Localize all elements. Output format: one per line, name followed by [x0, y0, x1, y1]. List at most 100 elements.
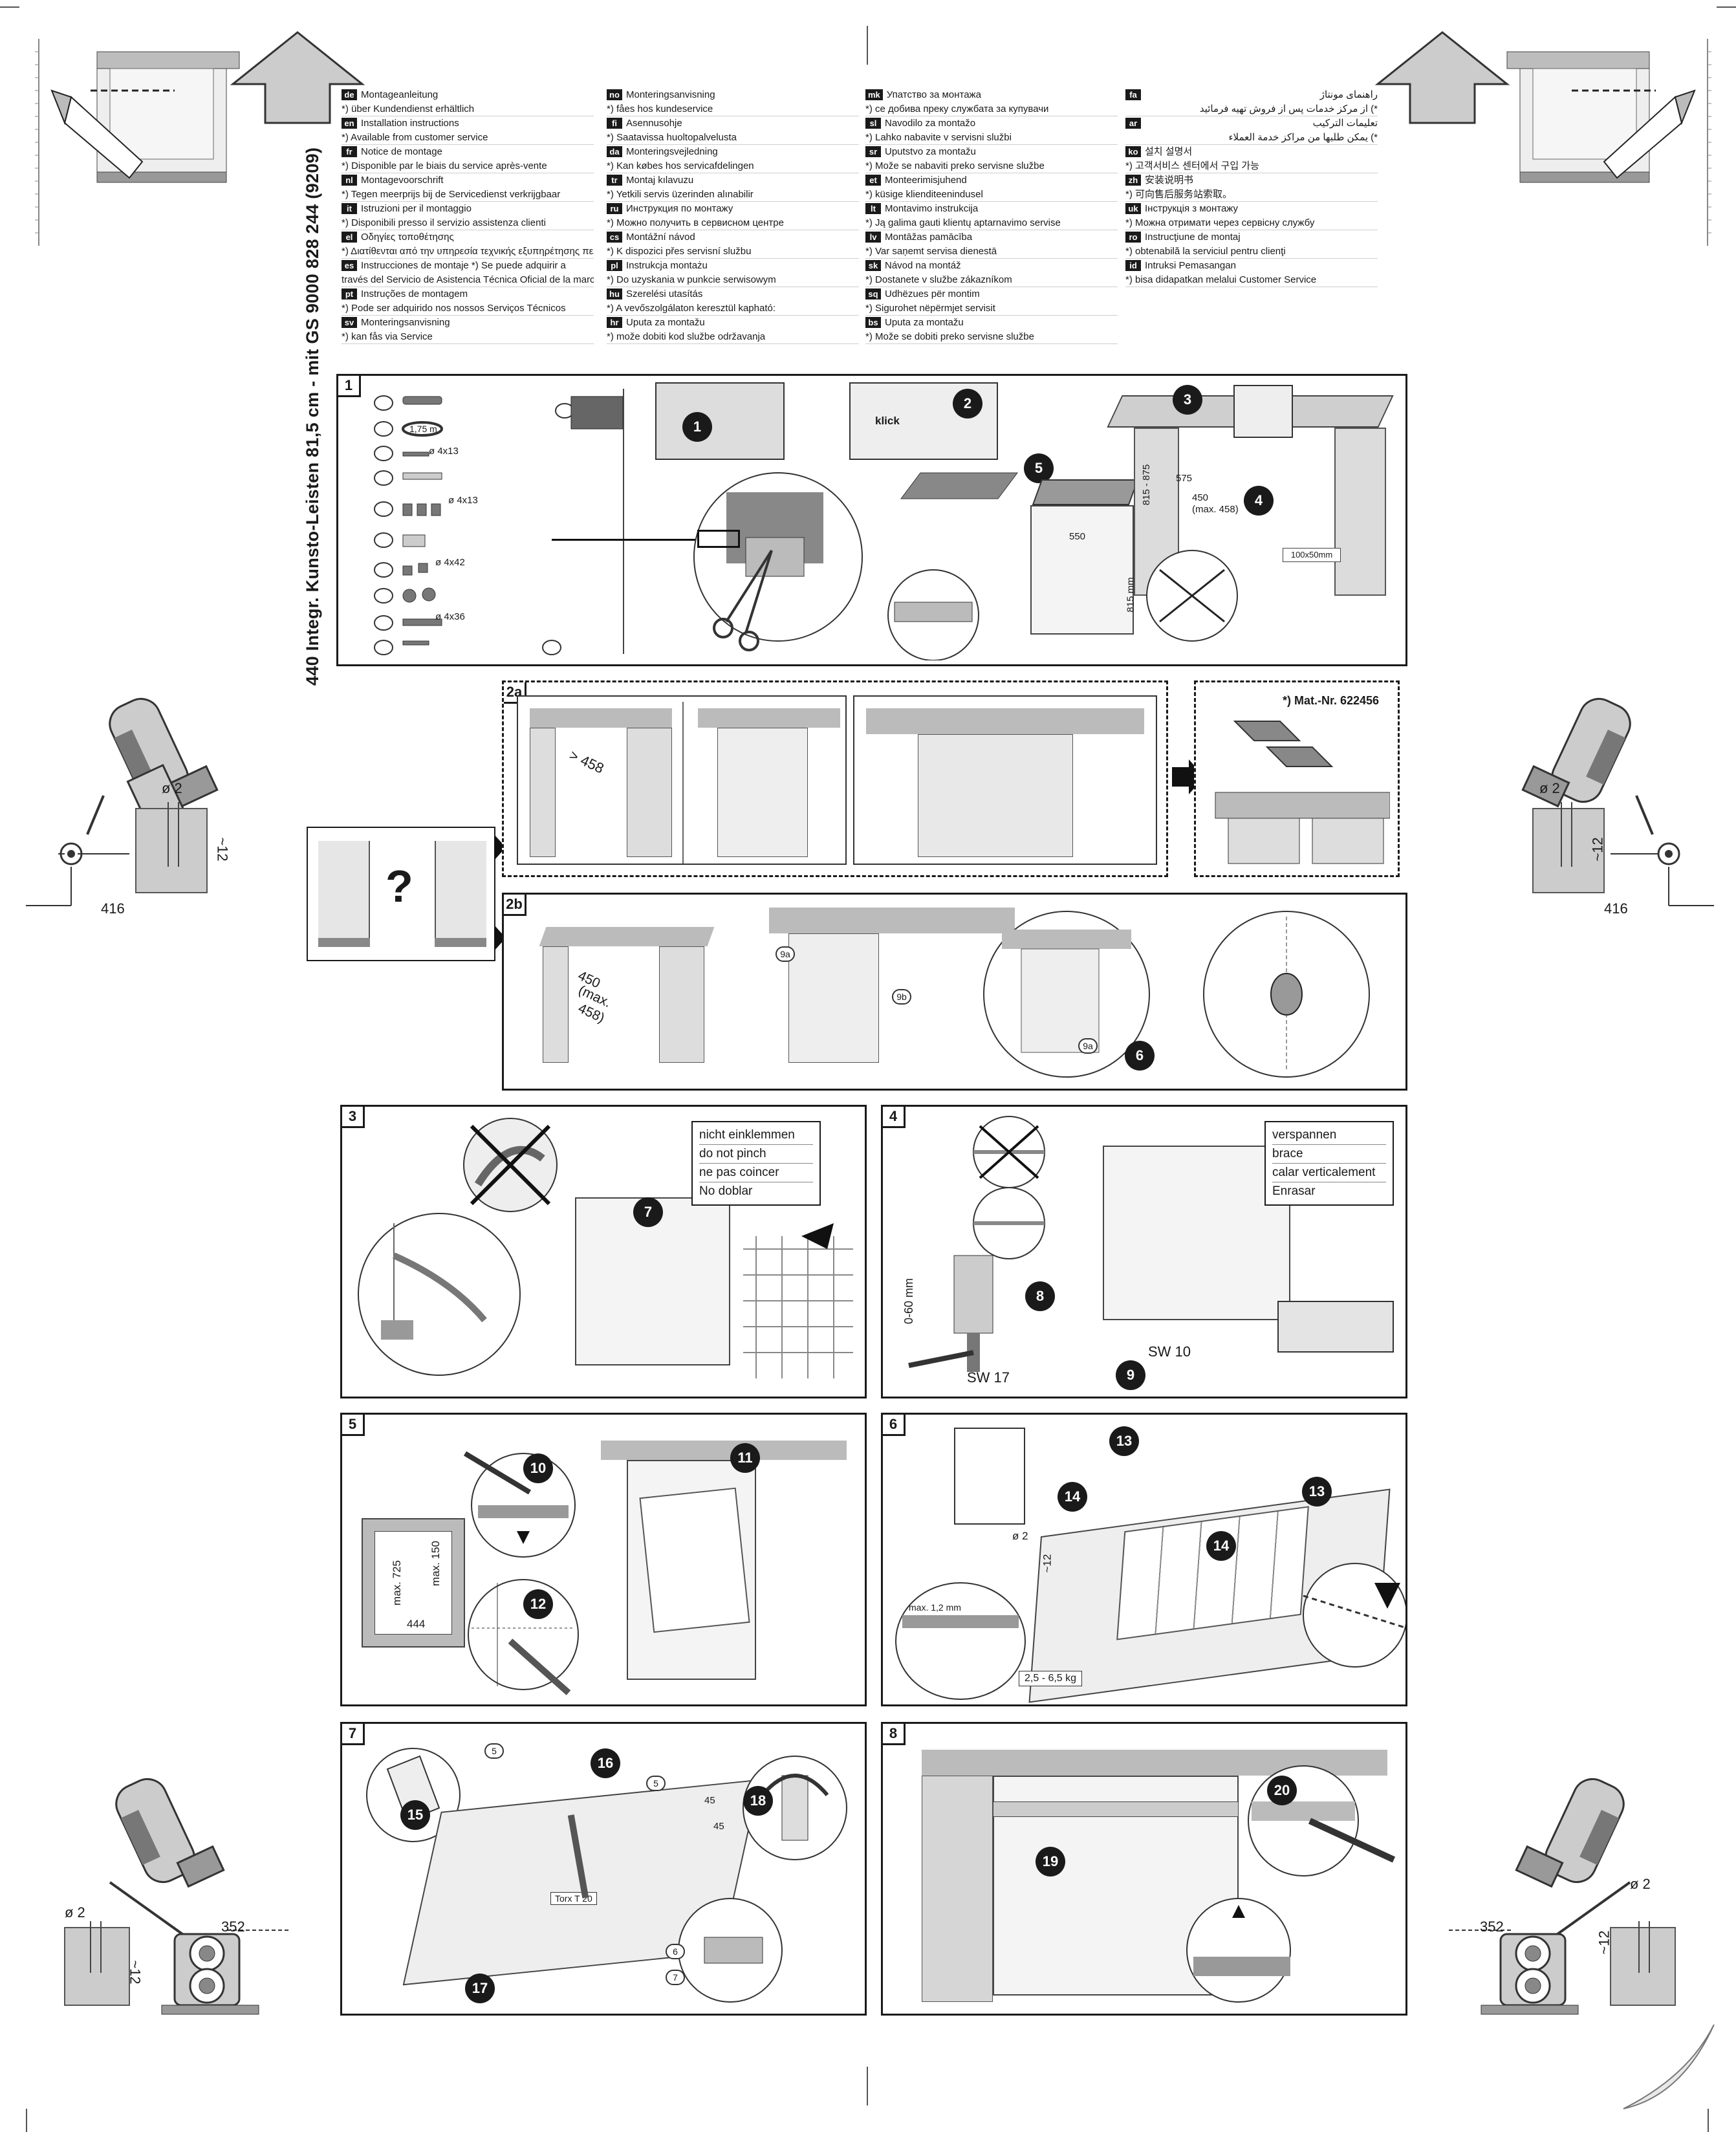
language-code: el	[342, 232, 357, 243]
crop-mark-top	[867, 26, 868, 65]
language-note: *) Disponibili presso il servizio assist…	[342, 217, 546, 228]
dishwasher	[1103, 1146, 1290, 1320]
dishwasher	[788, 933, 879, 1063]
language-note: *) Dostanete v službe zákazníkom	[865, 274, 1012, 285]
dim-max458: (max. 458)	[1192, 504, 1239, 515]
language-note: *) fåes hos kundeservice	[607, 103, 713, 114]
language-note: *) K dispozici přes servisní službu	[607, 245, 752, 257]
side-352-left: 352	[221, 1919, 245, 1935]
panel-1: 1 1,75 m ø 4x13 ø 4x13 ø 4x42 ø 4x36	[336, 374, 1407, 666]
step-badge-14: 14	[1058, 1482, 1087, 1512]
language-note: *) Tegen meerprijs bij de Servicedienst …	[342, 188, 561, 200]
panel-number: 8	[883, 1724, 906, 1745]
language-note: *) از مرکز خدمات پس از فروش تهیه فرمائید	[1199, 103, 1378, 114]
countertop-2	[698, 708, 840, 728]
language-code: sq	[865, 288, 881, 299]
language-title: Udhëzues për montim	[885, 288, 980, 299]
language-note: *) Διατίθενται από την υπηρεσία τεχνικής…	[342, 245, 594, 257]
crop-mark-tl	[0, 6, 19, 8]
language-code: no	[607, 89, 622, 100]
dim-575: 575	[1176, 473, 1193, 484]
corner-detail	[1233, 385, 1293, 438]
ref-5b: 5	[646, 1776, 666, 1791]
panel-number: 5	[342, 1415, 365, 1436]
language-note: *) Može se nabaviti preko servisne služb…	[865, 160, 1045, 171]
step-badge-13: 13	[1109, 1426, 1139, 1456]
language-title: Montageanleitung	[361, 89, 439, 100]
dim-range: 0-60 mm	[902, 1278, 916, 1325]
mat-nr-label: *) Mat.-Nr. 622456	[1283, 694, 1380, 707]
language-title: Intruksi Pemasangan	[1145, 260, 1236, 271]
language-title: Montavimo instrukcija	[885, 203, 979, 214]
language-title: Návod na montáž	[885, 260, 961, 271]
language-note: *) über Kundendienst erhältlich	[342, 103, 475, 114]
marking-detail	[468, 1579, 579, 1695]
language-code: mk	[865, 89, 883, 100]
sw10-label: SW 10	[1148, 1343, 1191, 1360]
language-title: Szerelési utasítás	[626, 288, 703, 299]
side-416-right: 416	[1604, 900, 1628, 917]
language-entry-hu: hu Szerelési utasítás *) A vevőszolgálaton…	[607, 287, 859, 316]
hinge-detail	[678, 1898, 783, 2003]
step-badge-17: 17	[465, 1974, 495, 2003]
crop-mark-bottom	[867, 2067, 868, 2105]
language-entry-de: de Montageanleitung *) über Kundendienst e…	[342, 88, 594, 116]
language-title: Instrucţiune de montaj	[1145, 232, 1241, 243]
language-title: 설치 설명서	[1145, 146, 1193, 157]
dim-444: 444	[407, 1618, 426, 1630]
language-code: uk	[1125, 203, 1141, 214]
dim-100x50: 100x50mm	[1283, 548, 1341, 562]
language-title: Інструкція з монтажу	[1145, 203, 1239, 214]
language-code: fi	[607, 118, 622, 129]
language-code: hu	[607, 288, 622, 299]
side-depth-right: ~12	[1589, 837, 1606, 862]
language-title: Monteringsanvisning	[626, 89, 715, 100]
template-inner	[374, 1531, 452, 1635]
step-badge-4: 4	[1244, 486, 1274, 516]
language-code: pl	[607, 260, 622, 271]
cabinet-right	[1334, 428, 1386, 596]
language-title: Monteerimisjuhend	[885, 175, 967, 186]
language-note: *) Var saņemt servisa dienestā	[865, 245, 997, 257]
ref-5: 5	[484, 1743, 504, 1759]
language-note: *) Do uzyskania w punkcie serwisowym	[607, 274, 776, 285]
side-dia-left: ø 2	[162, 780, 182, 796]
language-code: lv	[865, 232, 881, 243]
language-title: Uputstvo za montažu	[885, 146, 976, 157]
language-note: *) Lahko nabavite v servisni službi	[865, 131, 1012, 143]
step-badge-16: 16	[591, 1748, 620, 1778]
language-note: *) Saatavissa huoltopalvelusta	[607, 131, 737, 143]
language-code: fa	[1125, 89, 1141, 100]
language-title: Istruzioni per il montaggio	[361, 203, 472, 214]
language-title: Инструкция по монтажу	[626, 203, 733, 214]
dishwasher-front	[717, 728, 808, 857]
side-352-right: 352	[1480, 1919, 1504, 1935]
step-badge-12: 12	[523, 1589, 553, 1619]
panel-number: 3	[342, 1107, 365, 1128]
language-title: Asennusohje	[626, 118, 682, 129]
language-note: *) се добива преку службата за купувачи	[865, 103, 1049, 114]
language-code: hr	[607, 317, 622, 328]
language-note: *) A vevőszolgálaton keresztül kapható:	[607, 302, 776, 314]
language-title: Uputa za montažu	[885, 317, 964, 328]
step-badge-9: 9	[1116, 1360, 1145, 1390]
language-code: de	[342, 89, 357, 100]
panel-7: 7 15 5 5 16 45 45 18 Torx T 20 17 6 7	[340, 1722, 867, 2016]
panel-number: 4	[883, 1107, 906, 1128]
dim-815-875: 815 - 875	[1141, 464, 1153, 506]
language-code: tr	[607, 175, 622, 186]
language-note: *) Ją galima gauti klientų aptarnavimo s…	[865, 217, 1061, 228]
language-note: *) Pode ser adquirido nos nossos Serviço…	[342, 302, 566, 314]
language-note: *) obtenabilă la serviciul pentru clienţ…	[1125, 245, 1286, 257]
